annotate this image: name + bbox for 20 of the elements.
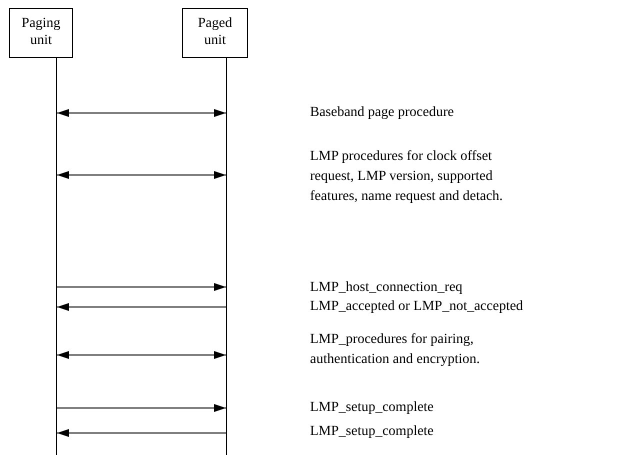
participant-box — [182, 8, 248, 58]
message-description: LMP procedures for clock offset request, LMP version, supported features, name request and detach. — [310, 148, 504, 206]
message-description: LMP_procedures for pairing, authentication and encryption. — [310, 331, 481, 369]
participant-name: Paging unit — [20, 16, 62, 50]
message-description: LMP_accepted or LMP_not_accepted — [310, 298, 524, 316]
message-arrow — [56, 429, 226, 437]
message-arrow — [56, 404, 226, 412]
message-description: LMP_setup_complete — [310, 399, 435, 417]
participant-box — [9, 8, 73, 58]
message-arrow — [56, 171, 226, 179]
message-description: Baseband page procedure — [310, 104, 455, 122]
message-arrow — [56, 283, 226, 291]
message-description: LMP_host_connection_req — [310, 279, 464, 297]
participant-name: Paged unit — [196, 16, 234, 50]
message-arrow — [56, 351, 226, 359]
lifeline — [56, 58, 57, 455]
lifeline — [226, 58, 227, 455]
message-arrow — [56, 109, 226, 117]
message-description: LMP_setup_complete — [310, 423, 435, 441]
message-arrow — [56, 303, 226, 311]
